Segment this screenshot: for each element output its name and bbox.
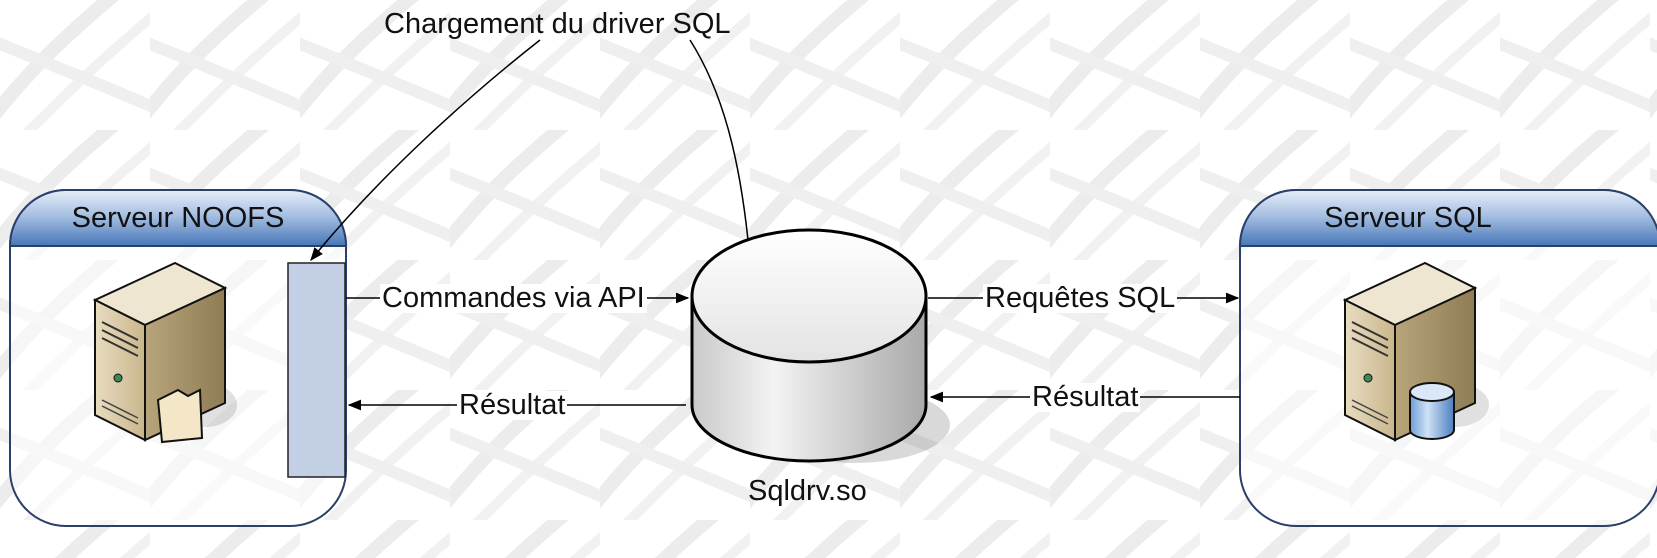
commands-label: Commandes via API [380,282,647,314]
callout-arrow [310,39,541,262]
callout-connector [689,39,749,241]
callout-label: Chargement du driver SQL [384,8,731,40]
database-server-icon [1342,261,1489,442]
noofs-server-title: Serveur NOOFS [71,202,285,234]
sql-server-title: Serveur SQL [1324,202,1492,234]
driver-name-label: Sqldrv.so [748,475,867,507]
result-right-label: Résultat [1030,381,1141,413]
cylinder-database-icon [690,228,950,463]
file-server-icon [92,261,237,444]
driver-module-block [287,262,346,478]
requests-label: Requêtes SQL [983,282,1178,314]
result-left-label: Résultat [457,389,568,421]
